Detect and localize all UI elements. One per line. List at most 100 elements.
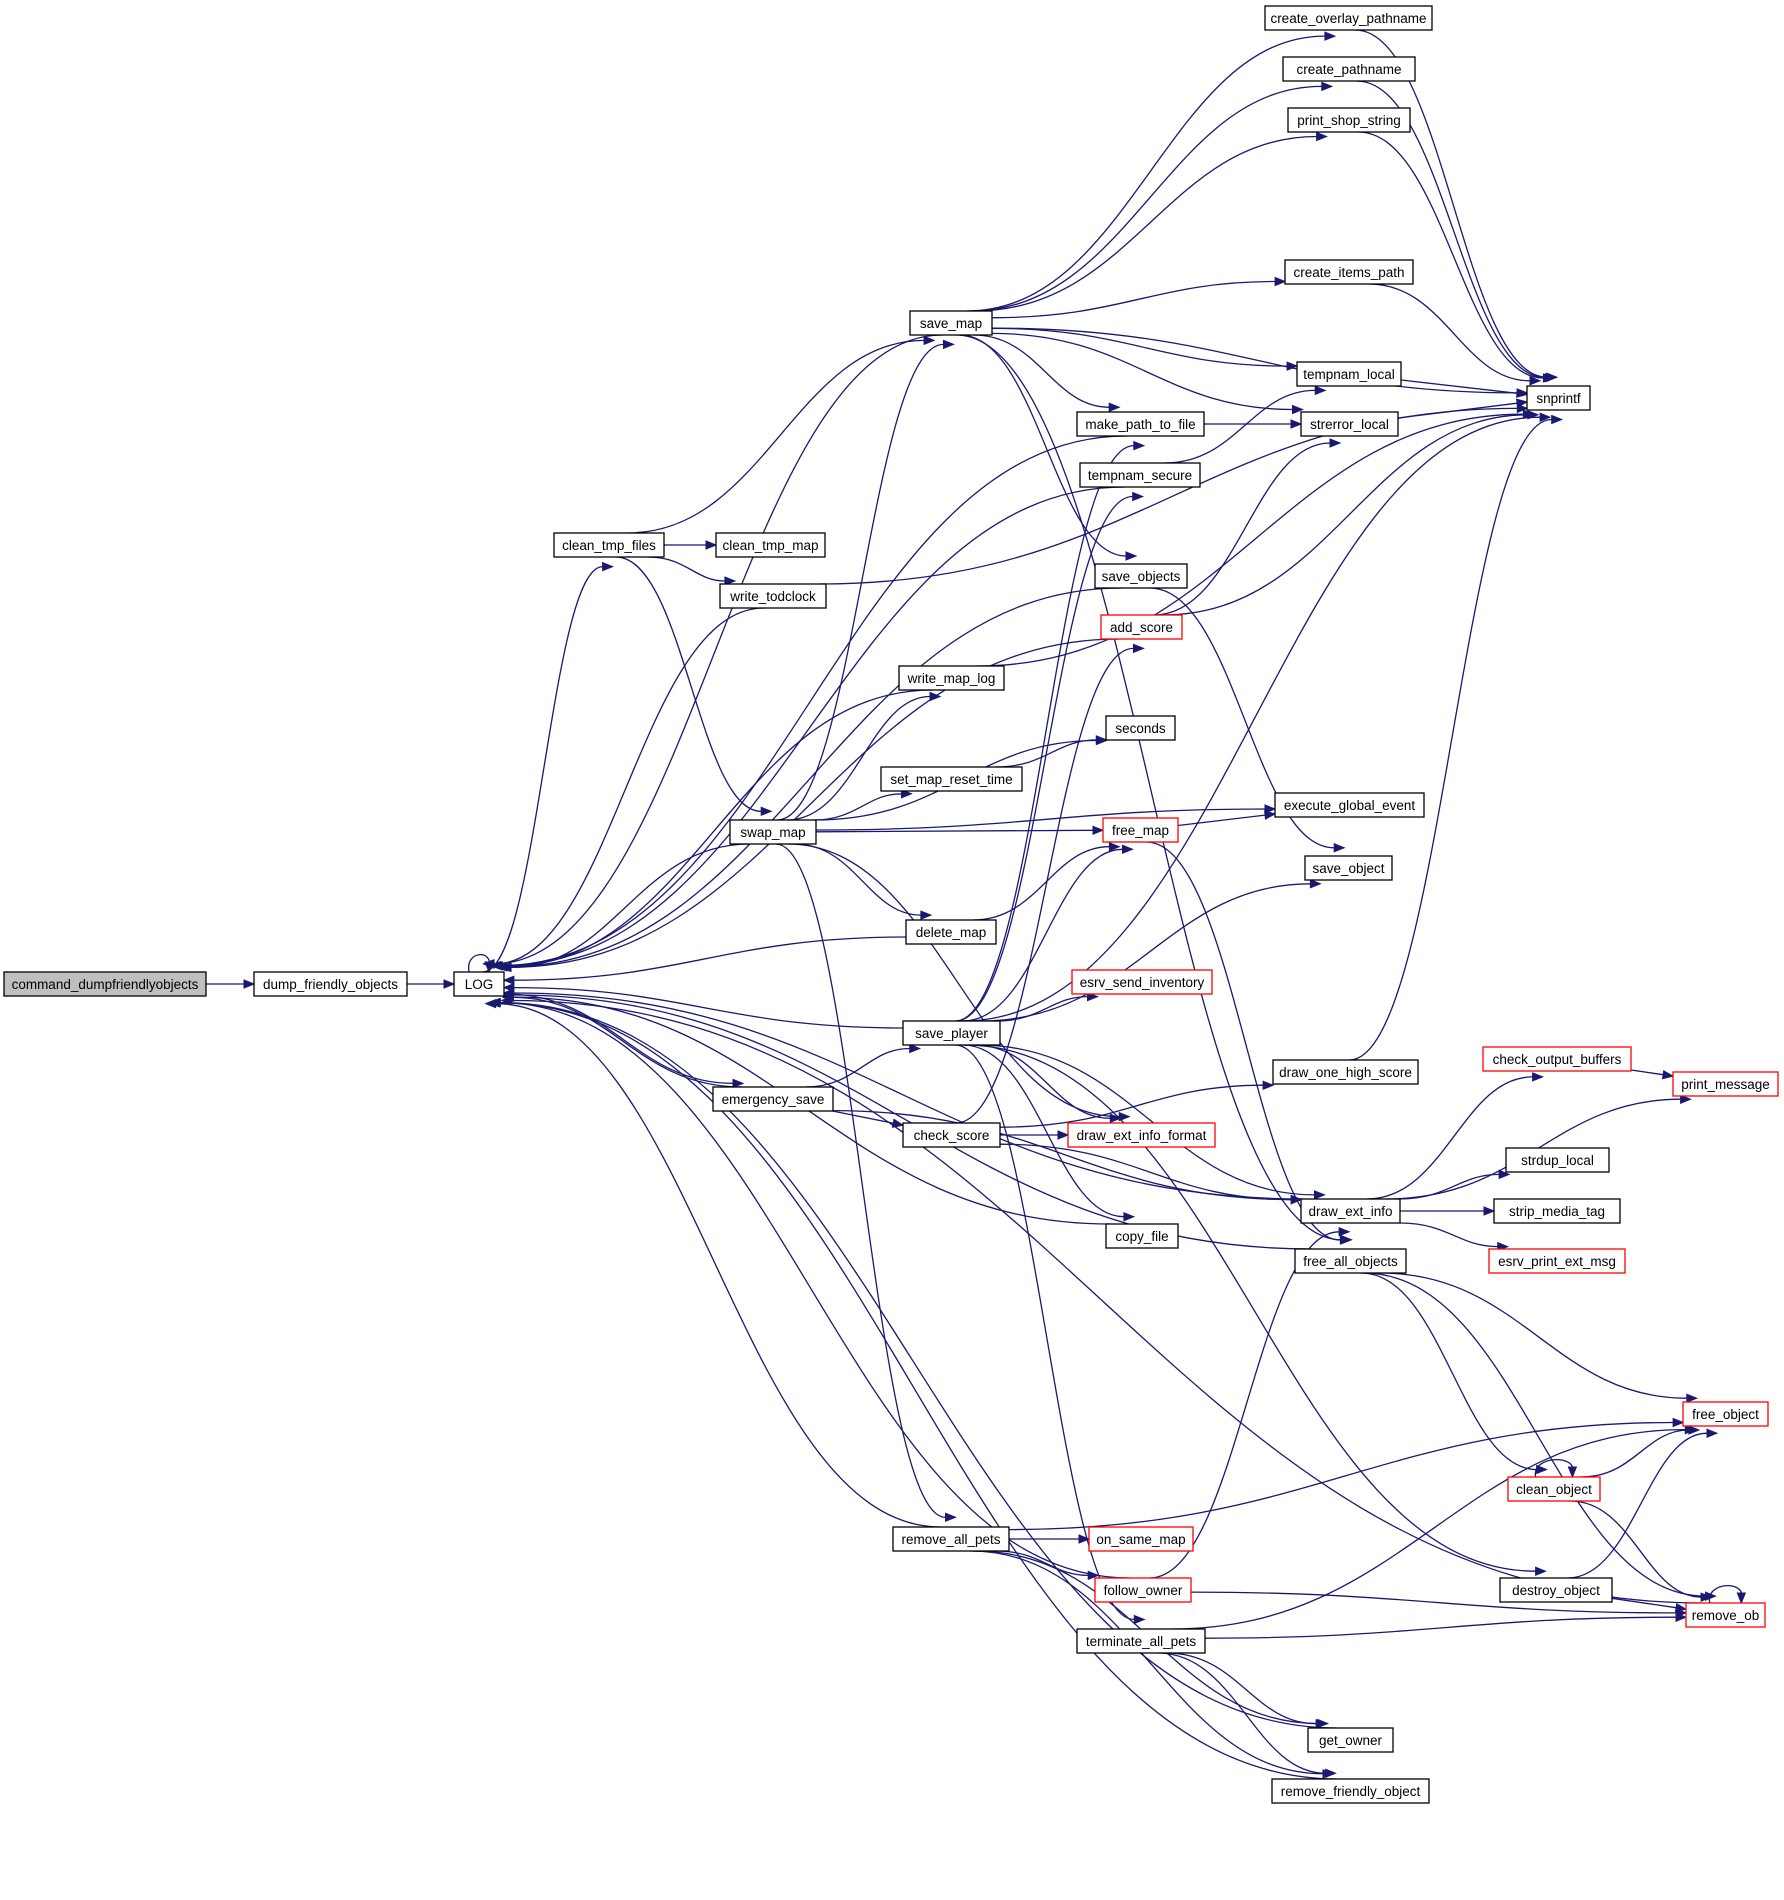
node-command_dumpfriendlyobjects[interactable]: command_dumpfriendlyobjects: [3, 971, 207, 997]
node-save_map[interactable]: save_map: [909, 310, 993, 336]
node-box: [1284, 259, 1414, 285]
node-LOG[interactable]: LOG: [453, 971, 505, 997]
node-label: draw_ext_info_format: [1077, 1128, 1207, 1143]
node-save_objects[interactable]: save_objects: [1094, 563, 1188, 589]
node-check_output_buffers[interactable]: check_output_buffers: [1482, 1046, 1632, 1072]
node-clean_tmp_map[interactable]: clean_tmp_map: [715, 532, 826, 558]
node-strip_media_tag[interactable]: strip_media_tag: [1493, 1198, 1621, 1224]
node-label: tempnam_secure: [1088, 468, 1192, 483]
edge-free_all_objects-to-free_object: [1379, 1272, 1699, 1403]
node-execute_global_event[interactable]: execute_global_event: [1274, 792, 1425, 818]
node-create_overlay_pathname[interactable]: create_overlay_pathname: [1264, 5, 1433, 31]
node-label: command_dumpfriendlyobjects: [12, 977, 199, 992]
node-box: [1296, 361, 1402, 387]
edge-clean_tmp_files-to-swap_map: [615, 556, 773, 817]
node-delete_map[interactable]: delete_map: [905, 919, 997, 945]
node-box: [1094, 563, 1188, 589]
node-label: clean_object: [1516, 1482, 1592, 1497]
node-set_map_reset_time[interactable]: set_map_reset_time: [880, 766, 1023, 792]
edge-command_dumpfriendlyobjects-to-dump_friendly_objects: [206, 979, 256, 989]
node-draw_ext_info_format[interactable]: draw_ext_info_format: [1067, 1122, 1216, 1148]
edge-delete_map-to-free_map: [973, 841, 1121, 921]
node-draw_ext_info[interactable]: draw_ext_info: [1300, 1198, 1401, 1224]
node-free_all_objects[interactable]: free_all_objects: [1294, 1248, 1407, 1274]
edge-follow_owner-to-draw_ext_info: [1149, 1227, 1351, 1579]
node-label: add_score: [1110, 620, 1173, 635]
node-label: check_score: [914, 1128, 990, 1143]
edge-remove_all_pets-to-on_same_map: [1009, 1534, 1091, 1544]
node-write_todclock[interactable]: write_todclock: [719, 583, 827, 609]
edge-check_score-to-add_score: [955, 643, 1145, 1124]
node-esrv_print_ext_msg[interactable]: esrv_print_ext_msg: [1488, 1248, 1626, 1274]
node-free_object[interactable]: free_object: [1682, 1401, 1769, 1427]
node-print_shop_string[interactable]: print_shop_string: [1287, 107, 1411, 133]
node-swap_map[interactable]: swap_map: [729, 819, 817, 845]
node-label: make_path_to_file: [1085, 417, 1195, 432]
node-draw_one_high_score[interactable]: draw_one_high_score: [1272, 1059, 1419, 1085]
edge-delete_map-to-LOG: [502, 936, 907, 985]
node-remove_friendly_object[interactable]: remove_friendly_object: [1271, 1778, 1430, 1804]
node-dump_friendly_objects[interactable]: dump_friendly_objects: [253, 971, 408, 997]
edge-add_score-to-LOG: [498, 638, 1120, 973]
node-terminate_all_pets[interactable]: terminate_all_pets: [1076, 1628, 1206, 1654]
edge-destroy_object-to-remove_ob: [1611, 1597, 1688, 1613]
node-follow_owner[interactable]: follow_owner: [1094, 1577, 1192, 1603]
node-create_pathname[interactable]: create_pathname: [1282, 56, 1416, 82]
edge-draw_ext_info-to-strdup_local: [1399, 1169, 1511, 1200]
node-add_score[interactable]: add_score: [1100, 614, 1183, 640]
node-clean_object[interactable]: clean_object: [1507, 1476, 1601, 1502]
node-snprintf[interactable]: snprintf: [1526, 385, 1591, 411]
node-clean_tmp_files[interactable]: clean_tmp_files: [553, 532, 665, 558]
node-write_map_log[interactable]: write_map_log: [898, 665, 1005, 691]
node-seconds[interactable]: seconds: [1105, 715, 1176, 741]
node-label: free_all_objects: [1303, 1254, 1398, 1269]
node-free_map[interactable]: free_map: [1102, 817, 1179, 843]
edge-save_map-to-tempnam_local: [991, 327, 1299, 371]
node-box: [3, 971, 207, 997]
edge-remove_all_pets-to-LOG: [484, 998, 941, 1528]
node-box: [253, 971, 408, 997]
edge-draw_ext_info-to-check_output_buffers: [1366, 1072, 1544, 1200]
node-save_object[interactable]: save_object: [1304, 855, 1393, 881]
node-get_owner[interactable]: get_owner: [1307, 1727, 1394, 1753]
node-label: swap_map: [740, 825, 805, 840]
node-print_message[interactable]: print_message: [1672, 1071, 1779, 1097]
node-destroy_object[interactable]: destroy_object: [1499, 1577, 1613, 1603]
edge-terminate_all_pets-to-remove_friendly_object: [1157, 1652, 1337, 1778]
edge-check_output_buffers-to-print_message: [1630, 1069, 1675, 1080]
node-remove_ob[interactable]: remove_ob: [1685, 1602, 1766, 1628]
node-box: [1264, 5, 1433, 31]
edge-save_player-to-destroy_object: [964, 1044, 1547, 1576]
edge-destroy_object-to-free_object: [1567, 1428, 1719, 1579]
node-tempnam_local[interactable]: tempnam_local: [1296, 361, 1402, 387]
node-label: draw_ext_info: [1308, 1204, 1392, 1219]
edge-follow_owner-to-LOG: [488, 997, 1130, 1579]
node-box: [1685, 1602, 1766, 1628]
edge-terminate_all_pets-to-get_owner: [1166, 1652, 1328, 1729]
node-label: delete_map: [916, 925, 987, 940]
edge-save_map-to-print_shop_string: [974, 131, 1328, 312]
node-create_items_path[interactable]: create_items_path: [1284, 259, 1414, 285]
node-box: [905, 919, 997, 945]
node-strdup_local[interactable]: strdup_local: [1505, 1147, 1610, 1173]
node-esrv_send_inventory[interactable]: esrv_send_inventory: [1071, 969, 1213, 995]
node-on_same_map[interactable]: on_same_map: [1088, 1526, 1194, 1552]
node-tempnam_secure[interactable]: tempnam_secure: [1079, 462, 1201, 488]
node-remove_all_pets[interactable]: remove_all_pets: [892, 1526, 1010, 1552]
node-save_player[interactable]: save_player: [902, 1020, 1001, 1046]
edge-strerror_local-to-snprintf: [1397, 398, 1529, 419]
edge-save_objects-to-save_object: [1149, 587, 1346, 853]
edge-terminate_all_pets-to-free_object: [1171, 1424, 1697, 1630]
node-label: strerror_local: [1310, 417, 1389, 432]
edge-create_overlay_pathname-to-snprintf: [1355, 29, 1559, 382]
node-check_score[interactable]: check_score: [902, 1122, 1001, 1148]
node-emergency_save[interactable]: emergency_save: [712, 1086, 834, 1112]
node-label: create_overlay_pathname: [1270, 11, 1426, 26]
node-make_path_to_file[interactable]: make_path_to_file: [1076, 411, 1205, 437]
edge-save_player-to-save_object: [980, 879, 1322, 1022]
edge-emergency_save-to-check_score: [832, 1110, 905, 1128]
edge-draw_one_high_score-to-snprintf: [1349, 414, 1564, 1061]
node-strerror_local[interactable]: strerror_local: [1300, 411, 1399, 437]
edge-check_score-to-draw_one_high_score: [999, 1080, 1275, 1128]
node-copy_file[interactable]: copy_file: [1105, 1223, 1179, 1249]
